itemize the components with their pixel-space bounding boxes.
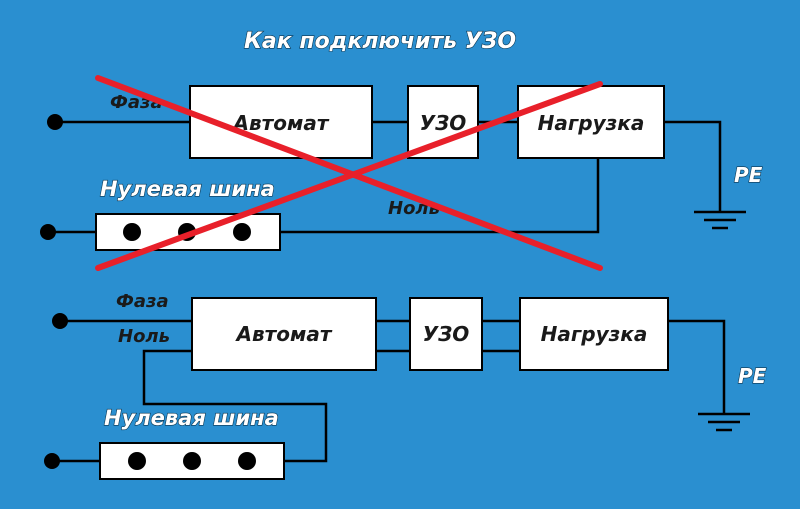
neutral-bus-wire [142, 349, 328, 463]
pe-wire [668, 319, 726, 414]
rcd-label: УЗО [423, 322, 470, 346]
pe-label: PE [734, 163, 763, 187]
rcd-box [409, 297, 483, 371]
phase-terminal [47, 114, 63, 130]
bus-screw [233, 223, 251, 241]
bus-screw [123, 223, 141, 241]
pe-label: PE [738, 364, 767, 388]
correct-diagram: Автомат УЗО Нагрузка Фаза Ноль Нулевая ш… [44, 291, 767, 480]
pe-wire [664, 120, 722, 212]
page-title: Как подключить УЗО [244, 29, 516, 54]
breaker-box [191, 297, 377, 371]
bus-screw [238, 452, 256, 470]
neutral-label: Ноль [118, 326, 170, 347]
rcd-box [407, 85, 479, 159]
wrong-diagram: Автомат УЗО Нагрузка Фаза Нулевая шина Н… [40, 75, 763, 271]
neutral-bus-label: Нулевая шина [104, 406, 279, 430]
breaker-label: Автомат [235, 322, 333, 346]
neutral-terminal [40, 224, 56, 240]
load-box [519, 297, 669, 371]
bus-screw [128, 452, 146, 470]
neutral-bus-label: Нулевая шина [100, 177, 275, 201]
phase-label: Фаза [116, 291, 169, 312]
cross-line-2 [95, 81, 603, 271]
load-box [517, 85, 665, 159]
neutral-label: Ноль [388, 198, 440, 219]
phase-terminal [52, 313, 68, 329]
bus-screw [183, 452, 201, 470]
load-label: Нагрузка [538, 111, 645, 135]
load-label: Нагрузка [541, 322, 648, 346]
breaker-label: Автомат [232, 111, 330, 135]
rcd-label: УЗО [420, 111, 467, 135]
neutral-wire [280, 158, 600, 234]
neutral-terminal [44, 453, 60, 469]
